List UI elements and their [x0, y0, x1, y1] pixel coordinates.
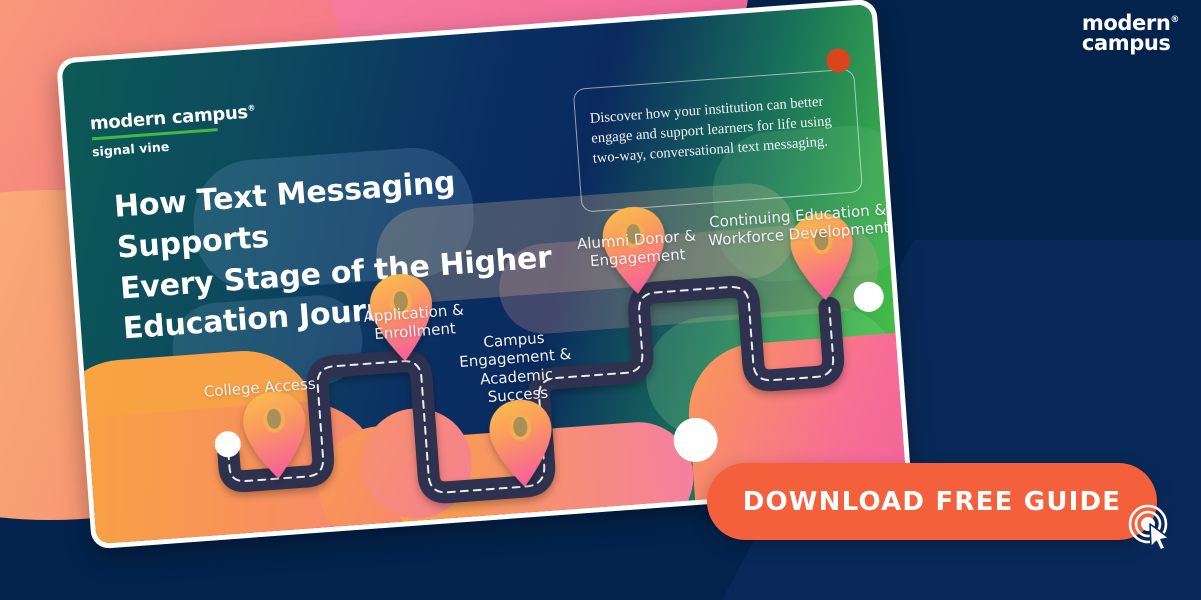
waypoint-end-dot: [853, 281, 884, 312]
cta-label: DOWNLOAD FREE GUIDE: [742, 486, 1122, 517]
decorative-circle: [673, 417, 718, 462]
stage-label-campus-engagement: Campus Engagement & Academic Success: [458, 328, 572, 406]
download-free-guide-button[interactable]: DOWNLOAD FREE GUIDE: [707, 463, 1157, 540]
click-cursor-icon: [1128, 504, 1170, 551]
registered-mark-icon: ®: [1170, 15, 1179, 25]
waypoint-start-dot: [214, 431, 241, 458]
journey-road-map: [214, 207, 884, 504]
brand-line-2: campus: [1081, 30, 1171, 55]
brand-line-1: modern: [1081, 11, 1171, 35]
guide-cover-card: modern campus® signal vine How Text Mess…: [56, 0, 912, 550]
modern-campus-logo-top-right: modern® campus: [1081, 11, 1179, 55]
card-surface: modern campus® signal vine How Text Mess…: [61, 3, 907, 545]
